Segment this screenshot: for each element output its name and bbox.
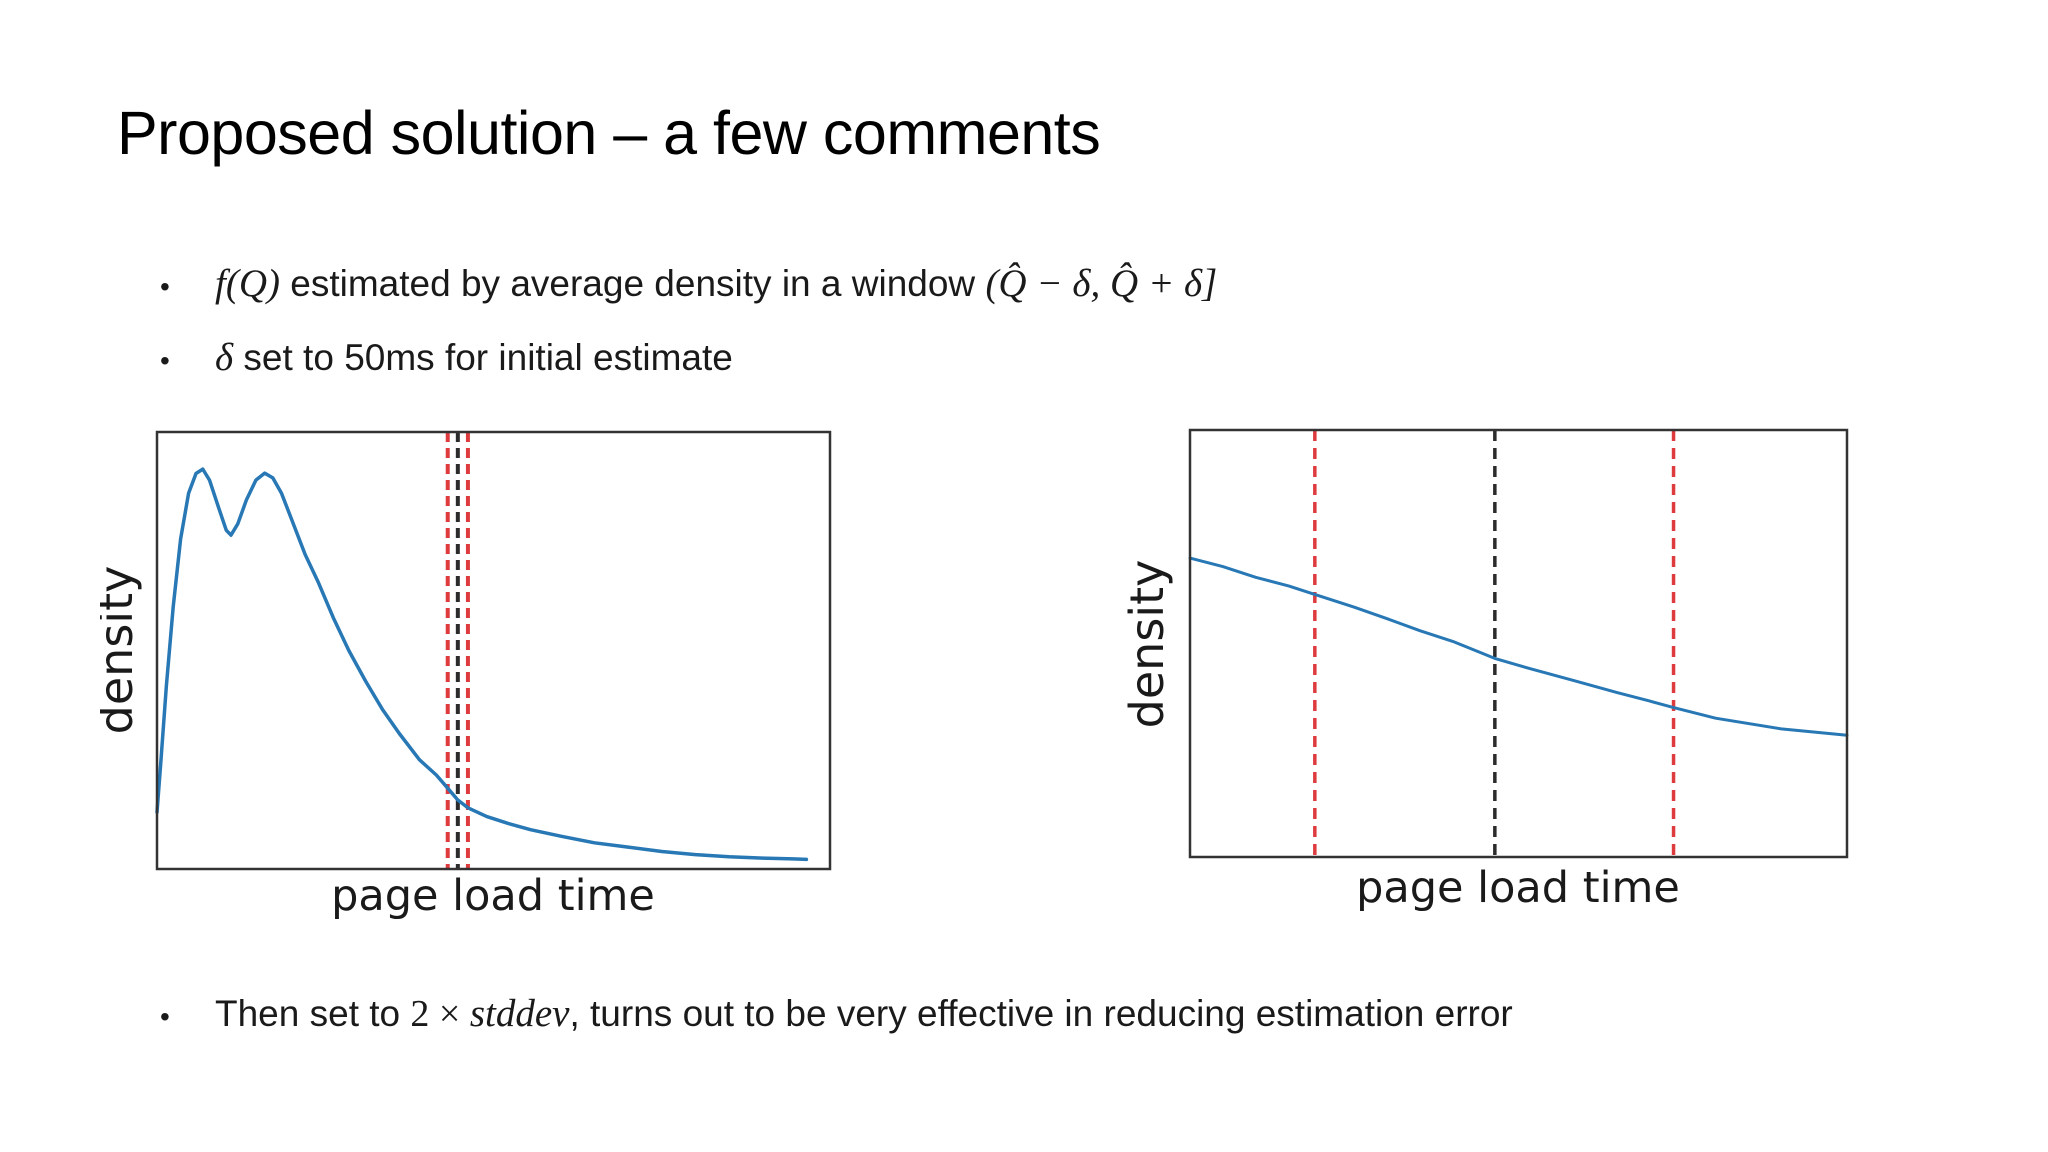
bullet-marker: •: [160, 1001, 170, 1032]
text-segment: δ: [215, 336, 234, 379]
bullet-text: f(Q) estimated by average density in a w…: [215, 261, 1217, 306]
density-curve: [1188, 556, 1849, 737]
text-segment: , turns out to be very effective in redu…: [569, 993, 1513, 1034]
x-axis-label: page load time: [331, 871, 655, 921]
bullet-text: δ set to 50ms for initial estimate: [215, 335, 733, 380]
y-axis-label: density: [1120, 560, 1174, 729]
text-segment: estimated by average density in a window: [279, 263, 986, 304]
chart-plot-area: [1188, 430, 1849, 857]
text-segment: set to 50ms for initial estimate: [233, 337, 733, 378]
bullet-item: • Then set to 2 × stddev, turns out to b…: [160, 991, 1513, 1036]
chart-frame: [1188, 428, 1849, 859]
x-axis-label: page load time: [1356, 863, 1680, 913]
bullet-marker: •: [160, 345, 170, 376]
text-segment: (Q̂ − δ, Q̂ + δ]: [985, 262, 1218, 305]
page-title: Proposed solution – a few comments: [117, 99, 1101, 167]
bullet-item: • δ set to 50ms for initial estimate: [160, 335, 733, 380]
chart-plot-area: [155, 432, 809, 869]
text-segment: Then set to: [215, 993, 411, 1034]
chart-frame: [155, 430, 832, 871]
density-curve: [155, 467, 809, 862]
text-segment: stddev: [469, 992, 570, 1035]
density-chart-right: density page load time: [1120, 428, 1849, 913]
text-segment: f(Q): [215, 262, 280, 305]
density-chart-left: density page load time: [100, 430, 832, 921]
bullet-text: Then set to 2 × stddev, turns out to be …: [215, 991, 1513, 1036]
y-axis-label: density: [100, 566, 143, 735]
bullet-marker: •: [160, 271, 170, 302]
text-segment: 2 ×: [410, 993, 470, 1035]
bullet-item: • f(Q) estimated by average density in a…: [160, 261, 1217, 306]
